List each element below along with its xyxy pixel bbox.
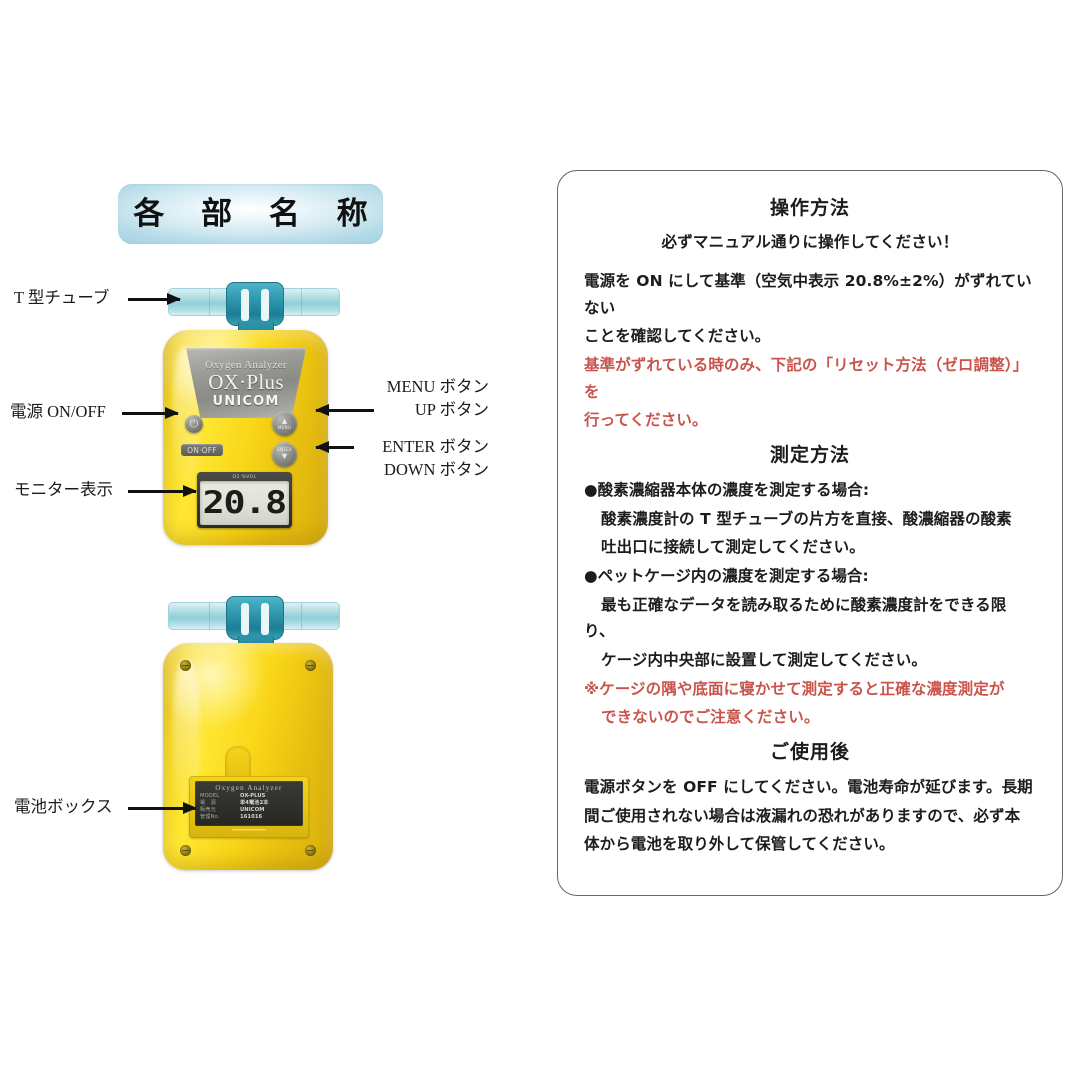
back-label-value: OX-PLUS [240,793,266,799]
after-use-line-3: 体から電池を取り外して保管してください。 [584,835,895,854]
arrow-menu-up-button [315,404,374,416]
back-label-value: 161016 [240,814,263,820]
menu-button-caption: MENU [277,424,292,430]
callout-monitor-display: モニター表示 [14,480,113,499]
arrow-enter-down-button [315,441,354,453]
after-use-line-1: 電源ボタンを OFF にしてください。電池寿命が延びます。長期 [584,777,1033,796]
section-title-text: 各 部 名 称 [133,195,381,232]
enter-button-caption: ENTER [277,446,292,452]
back-label-value: UNICOM [240,807,265,813]
back-label-key: 販売元 [200,807,216,813]
battery-door-ridge [232,829,266,832]
back-label-key: 電 源 [200,800,216,806]
arrow-battery-box [128,802,197,814]
enter-down-button[interactable]: ENTER ▼ [272,442,297,467]
t-tube-hub-back [226,596,284,640]
lcd-screen: 20.8 [200,481,289,525]
triangle-up-icon: ▲ [280,415,289,426]
section-after-use: ご使用後 電源ボタンを OFF にしてください。電池寿命が延びます。長期 間ご使… [584,737,1036,858]
lcd-display: O2 %VOL 20.8 [197,472,292,528]
back-label-row: MODEL OX-PLUS [200,793,298,800]
brand-line-2: OX·Plus [208,369,284,394]
measurement-warning-line-1: ※ケージの隅や底面に寝かせて測定すると正確な濃度測定が [584,679,1005,698]
measurement-bullet-1-line-1: 酸素濃度計の T 型チューブの片方を直接、酸濃縮器の酸素 [601,509,1012,528]
back-label-value: 単4電池2本 [240,800,269,806]
measurement-bullet-2-line-1: 最も正確なデータを読み取るために酸素濃度計をできる限り、 [584,595,1007,641]
screw-bottom-right [305,845,316,856]
screw-bottom-left [180,845,191,856]
measurement-bullet-1: ●酸素濃縮器本体の濃度を測定する場合: [584,480,870,499]
after-use-line-2: 間ご使用されない場合は液漏れの恐れがありますので、必ず本 [584,806,1021,825]
t-tube-hub [226,282,284,326]
back-label-title: Oxygen Analyzer [215,784,283,792]
callout-menu-button: MENU ボタン [386,377,489,396]
onoff-label-text: ON·OFF [187,445,217,455]
arrow-t-tube [128,293,181,305]
back-spec-label: Oxygen Analyzer MODEL OX-PLUS 電 源 単4電池2本 販… [195,781,303,826]
after-use-heading: ご使用後 [769,740,850,763]
oxygen-analyzer-back: Oxygen Analyzer MODEL OX-PLUS 電 源 単4電池2本 販… [163,643,333,870]
operation-body-line-1: 電源を ON にして基準（空気中表示 20.8%±2%）がずれていない [584,272,1032,317]
arrow-power-onoff [122,407,179,419]
back-label-row: 販売元 UNICOM [200,807,298,814]
section-measurement: 測定方法 ●酸素濃縮器本体の濃度を測定する場合: 酸素濃度計の T 型チューブの… [584,440,1036,731]
lcd-brand-text: O2 %VOL [232,475,257,480]
operation-warning-line-1: 基準がずれている時のみ、下記の「リセット方法（ゼロ調整）」を [584,355,1029,401]
callout-power-onoff: 電源 ON/OFF [10,402,106,421]
battery-box-door[interactable]: Oxygen Analyzer MODEL OX-PLUS 電 源 単4電池2本 販… [189,776,309,838]
lcd-reading-value: 20.8 [202,484,288,521]
back-label-row: 管理No. 161016 [200,814,298,821]
arrow-monitor-display [128,485,197,497]
back-label-row: 電 源 単4電池2本 [200,800,298,807]
operation-note: 必ずマニュアル通りに操作してください！ [661,233,959,251]
section-title-banner: 各 部 名 称 [118,184,383,244]
belt-clip [225,746,251,780]
callout-battery-box: 電池ボックス [14,797,113,816]
screw-top-right [305,660,316,671]
back-label-key: 管理No. [200,814,220,820]
callout-t-tube: T 型チューブ [14,288,110,307]
callout-up-button: UP ボタン [414,400,489,419]
triangle-down-icon: ▼ [280,451,289,462]
section-operation: 操作方法 必ずマニュアル通りに操作してください！ 電源を ON にして基準（空気… [584,193,1036,434]
power-icon: ⏻ [189,417,199,430]
callout-enter-button: ENTER ボタン [382,437,489,456]
brand-line-3: UNICOM [212,393,280,409]
screw-top-left [180,660,191,671]
menu-up-button[interactable]: ▲ MENU [272,411,297,436]
operation-heading: 操作方法 [769,197,850,219]
power-button[interactable]: ⏻ [185,415,203,433]
operation-warning-line-2: 行ってください。 [584,411,708,430]
back-label-key: MODEL [200,793,220,799]
operation-body-line-2: ことを確認してください。 [584,327,771,346]
front-faceplate: Oxygen Analyzer OX·Plus UNICOM [186,348,306,418]
t-tube-back [168,596,340,650]
measurement-bullet-2: ●ペットケージ内の濃度を測定する場合: [584,566,869,585]
instructions-panel: 操作方法 必ずマニュアル通りに操作してください！ 電源を ON にして基準（空気… [557,170,1063,896]
callout-down-button: DOWN ボタン [384,460,489,479]
left-diagram-column: 各 部 名 称 Oxygen Analyzer OX·Plus UNICOM ⏻… [0,0,520,1074]
oxygen-analyzer-front: Oxygen Analyzer OX·Plus UNICOM ⏻ ON·OFF … [163,330,328,545]
measurement-warning-line-2: できないのでご注意ください。 [601,708,820,727]
onoff-label-tag: ON·OFF [181,444,223,456]
measurement-heading: 測定方法 [769,443,850,466]
measurement-bullet-2-line-2: ケージ内中央部に設置して測定してください。 [601,650,927,669]
measurement-bullet-1-line-2: 吐出口に接続して測定してください。 [601,538,865,557]
t-tube-front [168,282,340,336]
brand-line-1: Oxygen Analyzer [205,358,287,371]
